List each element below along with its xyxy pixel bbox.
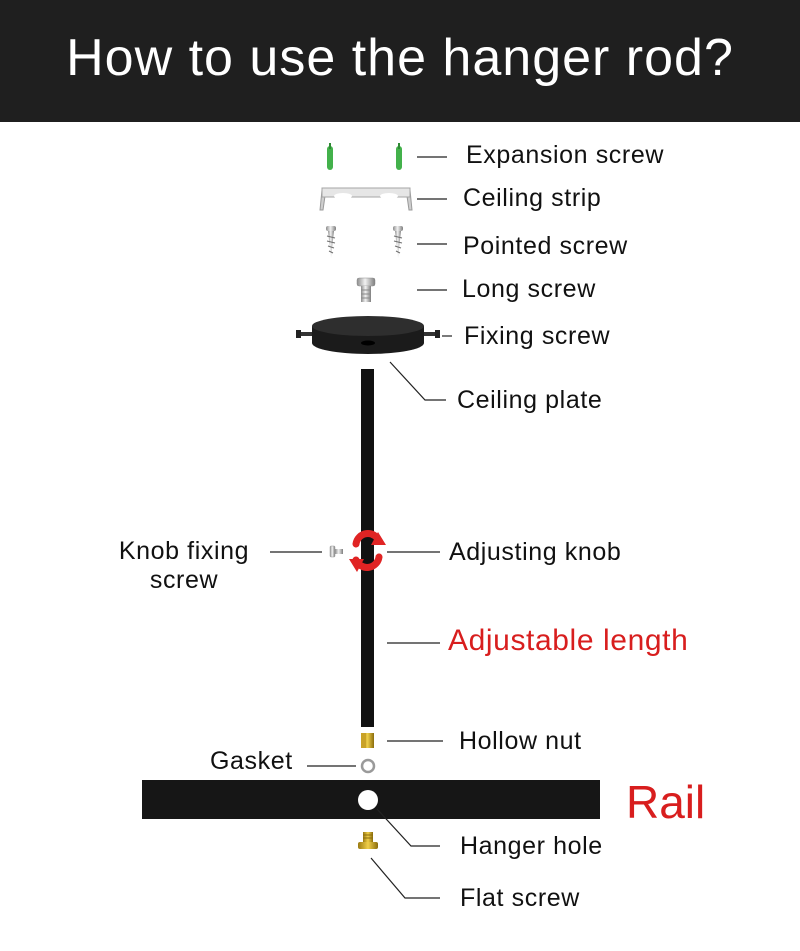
- label-long-screw: Long screw: [462, 275, 596, 303]
- hanger-hole-icon: [358, 790, 378, 810]
- label-knob-fixing-screw: Knob fixing screw: [104, 537, 264, 595]
- label-rail: Rail: [626, 776, 706, 828]
- label-ceiling-strip: Ceiling strip: [463, 184, 602, 212]
- label-fixing-screw: Fixing screw: [464, 322, 611, 350]
- adjusting-knob-icon: [349, 530, 386, 572]
- label-ceiling-plate: Ceiling plate: [457, 386, 603, 414]
- label-pointed-screw: Pointed screw: [463, 232, 628, 260]
- expansion-screw-icon: [327, 143, 402, 170]
- ceiling-strip-icon: [319, 187, 413, 211]
- hollow-nut-icon: [361, 733, 374, 748]
- label-flat-screw: Flat screw: [460, 884, 580, 912]
- label-knob-fixing-screw-line1: Knob fixing: [118, 537, 250, 565]
- long-screw-icon: [356, 277, 376, 302]
- label-knob-fixing-screw-line2: screw: [149, 566, 219, 594]
- label-hanger-hole: Hanger hole: [460, 832, 603, 860]
- leader-lines: [270, 156, 452, 899]
- label-adjustable-length: Adjustable length: [448, 624, 689, 657]
- ceiling-plate-icon: [312, 316, 424, 354]
- pointed-screw-icon: [326, 226, 403, 258]
- knob-fixing-screw-icon: [329, 545, 343, 558]
- label-hollow-nut: Hollow nut: [459, 727, 582, 755]
- hanger-rod: [361, 369, 374, 727]
- page-title: How to use the hanger rod?: [66, 29, 734, 87]
- flat-screw-icon: [358, 832, 378, 849]
- label-adjusting-knob: Adjusting knob: [449, 538, 622, 566]
- header-bar: How to use the hanger rod?: [0, 0, 800, 122]
- label-expansion-screw: Expansion screw: [466, 141, 664, 169]
- label-gasket: Gasket: [210, 747, 293, 775]
- gasket-icon: [360, 758, 376, 774]
- fixing-screw-icon: [296, 330, 440, 338]
